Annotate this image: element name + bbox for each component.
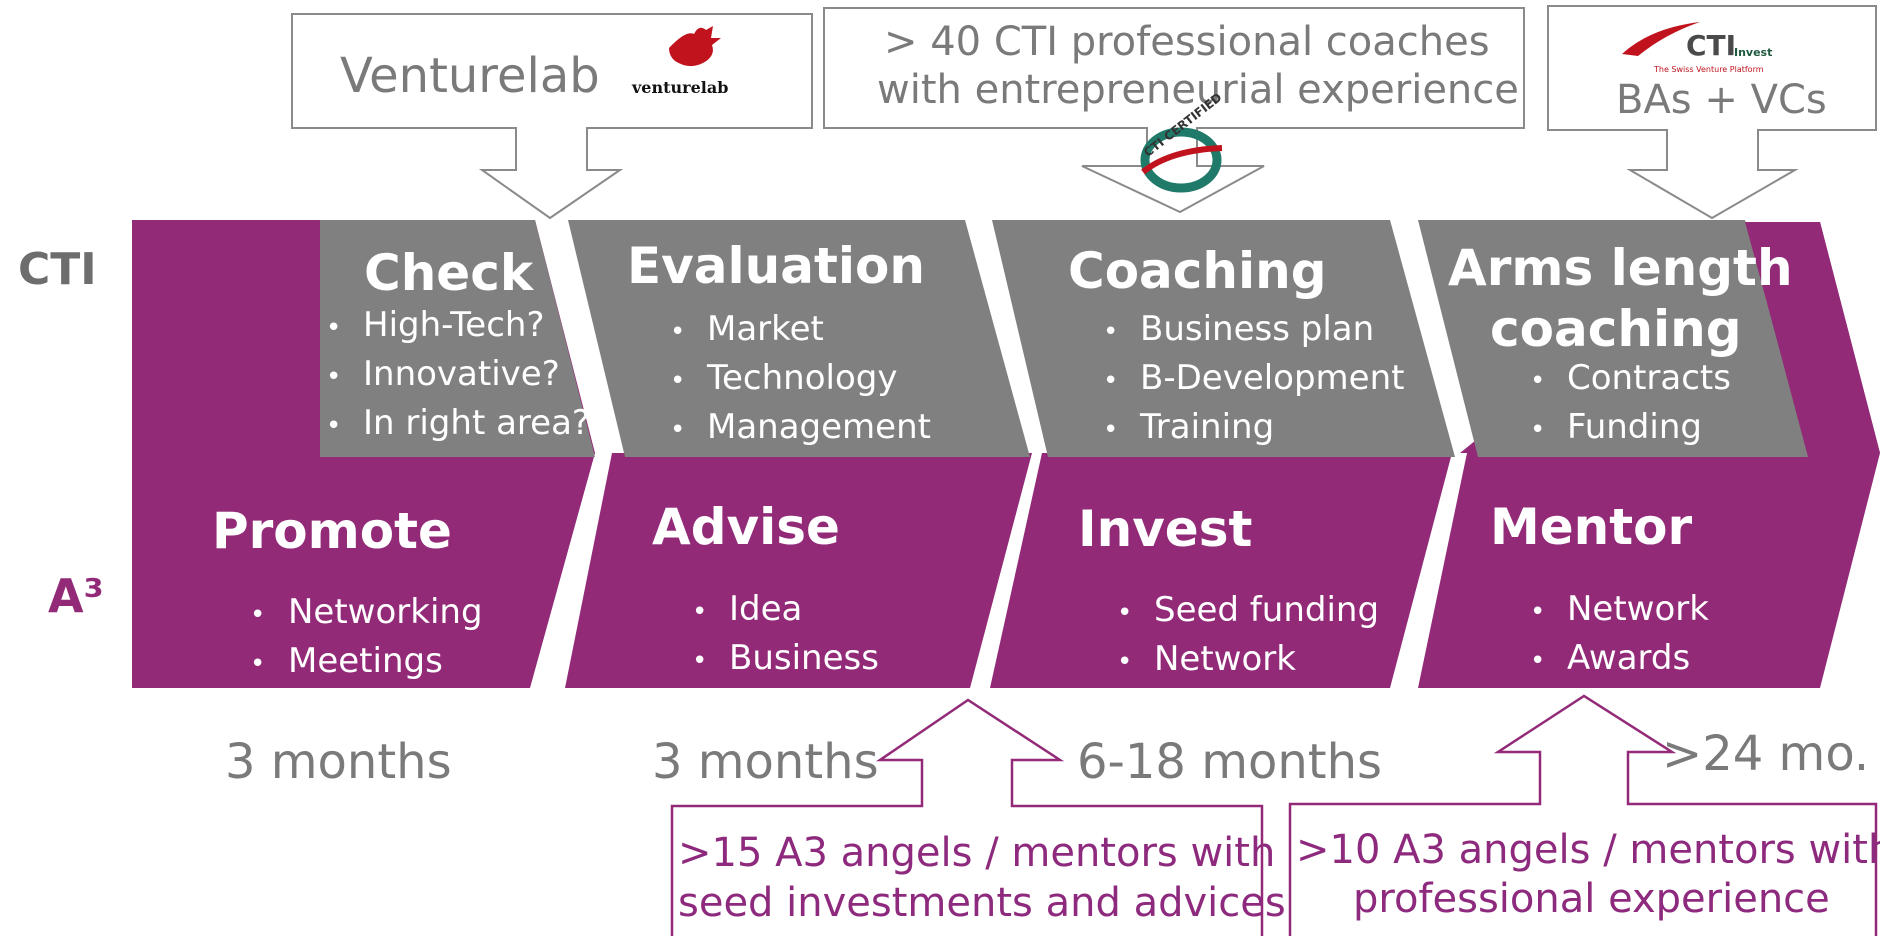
svg-text:•: •	[1117, 598, 1132, 628]
svg-text:•: •	[692, 646, 707, 676]
list-item: B-Development	[1140, 358, 1404, 398]
list-item: Network	[1567, 589, 1709, 629]
duration-labels: 3 months 3 months 6-18 months >24 mo.	[225, 726, 1869, 790]
cti-invest-logo-text: CTI	[1686, 29, 1736, 62]
a3-row-label: A³	[48, 569, 104, 623]
list-item: Technology	[706, 358, 897, 398]
callout-coaches-line2: with entrepreneurial experience	[877, 67, 1519, 113]
list-item: Business	[729, 638, 879, 678]
venturelab-flame-icon	[669, 26, 721, 67]
cti-stage-items-check: • High-Tech? • Innovative? • In right ar…	[326, 305, 590, 443]
list-item: Idea	[729, 589, 802, 629]
svg-text:•: •	[1530, 646, 1545, 676]
svg-text:•: •	[326, 362, 341, 392]
duration-label: >24 mo.	[1662, 726, 1869, 782]
a3-stage-items-invest: • Seed funding • Network	[1117, 590, 1379, 679]
list-item: Awards	[1567, 638, 1690, 678]
list-item: Business plan	[1140, 309, 1374, 349]
svg-text:•: •	[250, 649, 265, 679]
callout-venturelab	[291, 13, 813, 220]
duration-label: 3 months	[652, 734, 879, 790]
cti-stage-title-check: Check	[364, 244, 535, 302]
svg-text:•: •	[326, 313, 341, 343]
cti-row-label: CTI	[18, 244, 97, 295]
svg-text:•: •	[692, 597, 707, 627]
cti-stage-items-arms-length: • Contracts • Funding	[1530, 358, 1731, 447]
list-item: Seed funding	[1154, 590, 1379, 630]
list-item: Innovative?	[363, 354, 560, 394]
cti-stage-title-evaluation: Evaluation	[627, 237, 925, 295]
list-item: Funding	[1567, 407, 1702, 447]
cti-stage-items-evaluation: • Market • Technology • Management	[670, 309, 931, 447]
callout-a3-10-line2: professional experience	[1353, 876, 1830, 922]
final-arrow-tip	[1745, 222, 1880, 453]
list-item: High-Tech?	[363, 305, 545, 345]
list-item: Contracts	[1567, 358, 1731, 398]
cti-stage-title-coaching: Coaching	[1068, 242, 1327, 300]
list-item: Network	[1154, 639, 1296, 679]
svg-text:•: •	[326, 411, 341, 441]
list-item: In right area?	[363, 403, 590, 443]
a3-stage-title-promote: Promote	[212, 502, 452, 560]
list-item: Management	[707, 407, 931, 447]
cti-invest-tagline: The Swiss Venture Platform	[1653, 65, 1764, 74]
list-item: Networking	[288, 592, 483, 632]
callout-a3-angels-10	[1288, 694, 1878, 936]
callout-cti-invest	[1547, 5, 1877, 220]
list-item: Meetings	[288, 641, 443, 681]
a3-stage-title-advise: Advise	[652, 498, 840, 556]
cti-chevron-check	[320, 220, 595, 457]
duration-label: 3 months	[225, 734, 452, 790]
cti-chevron-coaching	[992, 220, 1455, 457]
cti-stage-title-coaching-line2: coaching	[1490, 300, 1742, 358]
svg-text:•: •	[670, 366, 685, 396]
a3-stage-items-promote: • Networking • Meetings	[250, 592, 483, 681]
callout-venturelab-text: Venturelab	[340, 48, 600, 104]
svg-text:•: •	[1530, 597, 1545, 627]
cti-chevron-evaluation	[568, 220, 1030, 457]
a3-stage-title-mentor: Mentor	[1490, 498, 1693, 556]
svg-text:•: •	[250, 600, 265, 630]
duration-label: 6-18 months	[1077, 734, 1382, 790]
venturelab-logo: venturelab	[631, 26, 728, 97]
cti-chevron-arms-length	[1418, 220, 1808, 457]
svg-text:•: •	[1530, 366, 1545, 396]
svg-text:•: •	[1103, 366, 1118, 396]
svg-text:•: •	[1530, 415, 1545, 445]
cti-stage-items-coaching: • Business plan • B-Development • Traini…	[1103, 309, 1404, 447]
a3-stage-items-mentor: • Network • Awards	[1530, 589, 1709, 678]
cti-invest-logo: CTI Invest The Swiss Venture Platform	[1622, 22, 1772, 74]
a3-stage-items-advise: • Idea • Business	[692, 589, 879, 678]
callout-cti-invest-text: BAs + VCs	[1616, 77, 1827, 123]
cti-stage-title-arms-length: Arms length	[1448, 239, 1793, 297]
svg-text:•: •	[1103, 317, 1118, 347]
svg-text:•: •	[670, 415, 685, 445]
a3-chevron-advise	[565, 453, 1032, 688]
callout-a3-angels-15	[670, 698, 1264, 936]
svg-text:•: •	[670, 317, 685, 347]
callout-a3-15-line1: >15 A3 angels / mentors with	[678, 830, 1275, 876]
callout-a3-10-line1: >10 A3 angels / mentors with	[1296, 827, 1880, 873]
svg-text:•: •	[1117, 647, 1132, 677]
list-item: Market	[707, 309, 824, 349]
cti-invest-logo-small: Invest	[1734, 46, 1772, 59]
list-item: Training	[1139, 407, 1274, 447]
a3-stage-title-invest: Invest	[1078, 500, 1252, 558]
cti-swoosh-icon	[1622, 22, 1700, 56]
a3-chevron-invest	[990, 453, 1452, 688]
svg-text:•: •	[1103, 415, 1118, 445]
callout-cti-coaches	[823, 7, 1525, 214]
callout-coaches-line1: > 40 CTI professional coaches	[884, 19, 1490, 65]
venturelab-logo-text: venturelab	[631, 78, 728, 97]
callout-a3-15-line2: seed investments and advices	[678, 880, 1286, 926]
